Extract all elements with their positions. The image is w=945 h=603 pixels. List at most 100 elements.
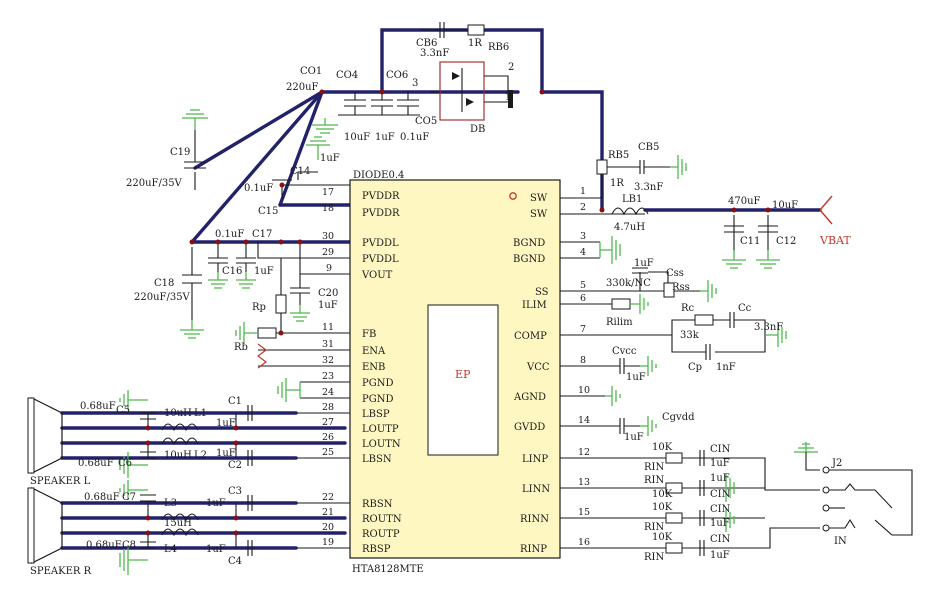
c17-label: C17 <box>252 229 272 240</box>
left-pin-list: PVDDR 17 PVDDR 18 PVDDL 30 PVDDL 29 VOUT… <box>322 187 402 555</box>
speaker-left: SPEAKER L <box>27 397 91 487</box>
cin-value-3: 1uF <box>710 518 730 529</box>
pin-name-12: LINP <box>522 454 548 465</box>
co4-label: CO4 <box>336 70 358 81</box>
pin-name-10: AGND <box>513 392 546 403</box>
db-pin1: 1 <box>505 92 511 103</box>
pin-name-8: VCC <box>526 362 550 373</box>
cvcc-label: Cvcc <box>612 346 637 357</box>
pin-name-28: LBSP <box>362 409 390 420</box>
caps-c14-c15: C14 1uF 0.1uF C15 <box>244 136 340 217</box>
c7-label: C7 <box>122 492 136 503</box>
pin-num-1: 1 <box>580 186 586 197</box>
pin-name-15: RINN <box>520 514 549 525</box>
pin-num-31: 31 <box>322 339 334 350</box>
pin-num-6: 6 <box>580 293 586 304</box>
rin-label-1: RIN <box>644 462 664 473</box>
css-value: 1uF <box>634 258 654 269</box>
pin-num-29: 29 <box>322 247 334 258</box>
boost-section: RB5 CB5 1R 3.3nF LB1 4.7uH 470uF 10uF C1… <box>596 142 851 269</box>
pin-name-24: PGND <box>362 394 393 405</box>
pin-name-30: PVDDL <box>362 238 399 249</box>
ep-label: EP <box>455 368 471 381</box>
c6-label: C6 <box>118 458 132 469</box>
cin-label-1: CIN <box>710 444 731 455</box>
c2-label: C2 <box>228 460 242 471</box>
pin-name-32: ENB <box>362 362 385 373</box>
rb-label: Rb <box>234 342 248 353</box>
cvcc-value: 1uF <box>626 372 646 383</box>
output-filter-right: 0.68uF C7 L3 C3 1uF 15uH 0.68uF C8 L4 1u… <box>84 480 253 575</box>
power-buses <box>60 28 822 550</box>
pin-name-4: BGND <box>513 254 545 265</box>
rb5-value: 1R <box>610 178 624 189</box>
pin-num-12: 12 <box>578 447 590 458</box>
pin-num-22: 22 <box>322 492 334 503</box>
rilim-label: Rilim <box>606 317 633 328</box>
pin-num-16: 16 <box>578 537 590 548</box>
rin-label-2: RIN <box>644 475 664 486</box>
c18-label: C18 <box>154 278 174 289</box>
c8-value: 0.68uF <box>86 540 122 551</box>
rin-value-1: 10K <box>652 442 673 453</box>
rin-label-4: RIN <box>644 552 664 563</box>
pin-name-3: BGND <box>513 238 545 249</box>
rss-value: 330k/NC <box>606 278 651 289</box>
cin-label-4: CIN <box>710 534 731 545</box>
c4-label: C4 <box>228 556 242 567</box>
c19-value: 220uF/35V <box>126 178 183 189</box>
l2-value: 10uH <box>164 450 192 461</box>
cin-value-2: 1uF <box>710 473 730 484</box>
pin-num-17: 17 <box>322 187 334 198</box>
rin-label-3: RIN <box>644 522 664 533</box>
cp-label: Cp <box>688 362 702 373</box>
right-pin-list: SW 1 SW 2 BGND 3 BGND 4 SS 5 ILIM 6 COMP… <box>513 186 590 555</box>
pin-num-24: 24 <box>322 387 334 398</box>
control-pins-network: 1uF Css 330k/NC Rss Rilim Rc Cc 33k 3.3n… <box>605 258 787 443</box>
cc-value: 3.3nF <box>754 322 783 333</box>
co5-value: 0.1uF <box>400 132 429 143</box>
pin-name-11: FB <box>362 329 376 340</box>
pin-name-31: ENA <box>362 346 386 357</box>
pin-num-21: 21 <box>322 507 334 518</box>
pin-num-14: 14 <box>578 415 590 426</box>
c16-value: 1uF <box>254 266 274 277</box>
rc-label: Rc <box>681 303 695 314</box>
cgvdd-value: 1uF <box>624 432 644 443</box>
pgnd-ground <box>277 378 301 402</box>
c15-label: C15 <box>258 206 278 217</box>
rb6-r-value: 1R <box>468 38 482 49</box>
c15-value: 0.1uF <box>244 183 273 194</box>
snubber-cb6-rb6: CB6 3.3nF 1R RB6 <box>416 22 509 59</box>
c3-value: 1uF <box>206 498 226 509</box>
pin-name-6: ILIM <box>522 300 547 311</box>
c2-value: 1uF <box>216 448 236 459</box>
output-filter-left: 0.68uF C5 10uH L1 C1 1uF 0.68uF C6 10uH … <box>78 390 253 478</box>
c20-value: 1uF <box>318 300 338 311</box>
cb5-label: CB5 <box>638 142 659 153</box>
cp-value: 1nF <box>716 362 736 373</box>
pin-name-19: RBSP <box>362 544 391 555</box>
lb1-value: 4.7uH <box>614 222 645 233</box>
speaker-l-label: SPEAKER L <box>30 476 91 487</box>
cap-c19: C19 220uF/35V <box>126 109 208 189</box>
c14-label: C14 <box>290 166 310 177</box>
c12-label: C12 <box>776 236 796 247</box>
rb5-label: RB5 <box>608 150 629 161</box>
db-label: DB <box>470 124 485 135</box>
pin-num-27: 27 <box>322 417 334 428</box>
cb6-label: CB6 <box>416 38 437 49</box>
rin-value-4: 10K <box>652 532 673 543</box>
diode-bridge-db: DB 2 1 3 <box>412 61 514 135</box>
cin-label-2: CIN <box>710 489 731 500</box>
co6-value: 1uF <box>375 132 395 143</box>
cin-label-3: CIN <box>710 504 731 515</box>
bgnd-ground <box>599 236 621 264</box>
caps-c16-c17-c18: 0.1uF C17 C16 1uF C18 220uF/35V Rp C20 1… <box>134 229 338 339</box>
pin-name-20: ROUTP <box>362 529 400 540</box>
cc-label: Cc <box>738 303 752 314</box>
rin-value-3: 10K <box>652 502 673 513</box>
pin-name-14: GVDD <box>514 422 545 433</box>
speaker-r-label: SPEAKER R <box>30 566 92 577</box>
